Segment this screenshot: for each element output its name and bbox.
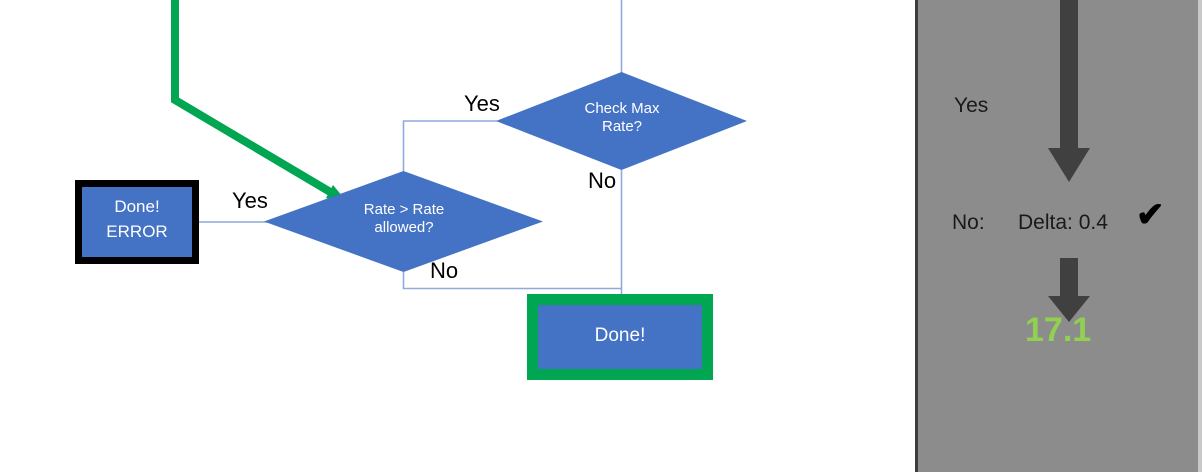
node-done-error-label: Done! ERROR	[106, 197, 168, 241]
panel-arrow-canvas	[1048, 0, 1090, 322]
down-arrow-secondary-icon	[1048, 258, 1090, 322]
connector-checkmax-yes-to-rate-allowed	[402, 120, 497, 171]
edge-label-no-from-check-max-rate: No	[588, 168, 617, 193]
edge-label-yes-to-done-error: Yes	[232, 188, 268, 213]
panel-no-label: No:	[952, 211, 985, 234]
panel-delta-label: Delta: 0.4	[1018, 211, 1108, 234]
node-done-error-fill[interactable]	[82, 187, 192, 257]
edge-label-yes-to-rate-check: Yes	[464, 91, 500, 116]
node-rate-gt-rate-allowed[interactable]	[264, 171, 543, 272]
connector-rate-allowed-no-to-done	[402, 272, 622, 290]
side-panel: Yes No: Delta: 0.4 ✔ 17.1	[915, 0, 1202, 472]
down-arrow-primary-icon	[1048, 0, 1090, 182]
node-check-max-rate[interactable]	[496, 72, 747, 170]
panel-result-value: 17.1	[1025, 311, 1092, 349]
green-incoming-arrow-shaft	[171, 0, 340, 200]
panel-yes-label: Yes	[954, 94, 989, 117]
node-done-fill[interactable]	[538, 305, 702, 369]
node-done-label: Done!	[594, 325, 646, 346]
check-mark-icon: ✔	[1136, 196, 1165, 234]
edge-label-no-from-rate-allowed: No	[430, 258, 459, 283]
